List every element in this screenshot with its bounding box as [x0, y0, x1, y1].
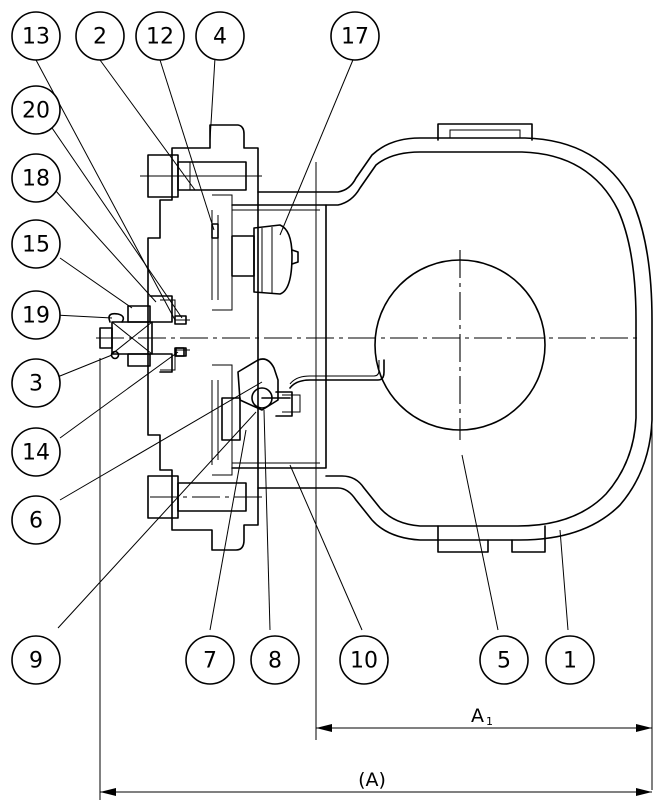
callout-5: 5	[479, 635, 529, 685]
a1-arrow-left	[316, 724, 332, 732]
callout-18: 18	[11, 153, 61, 203]
cover-inner-recess-top	[212, 194, 233, 311]
body-top-boss-inner	[449, 129, 521, 138]
svg-text:14: 14	[22, 441, 50, 466]
screen-cylinder	[231, 204, 327, 469]
svg-text:6: 6	[29, 509, 43, 534]
body-outline-inner	[325, 151, 637, 527]
cover-step-upper	[160, 299, 190, 321]
callout-4: 4	[195, 11, 245, 61]
svg-text:17: 17	[341, 25, 369, 50]
callout-10: 10	[339, 635, 389, 685]
body-bottom-boss-right	[511, 525, 546, 553]
body-outline-outer	[257, 137, 653, 541]
cover-step-lower	[160, 349, 190, 371]
callout-7: 7	[185, 635, 235, 685]
callout-2: 2	[75, 11, 125, 61]
body-bottom-boss-left	[437, 525, 489, 553]
callout-13: 13	[11, 11, 61, 61]
float-lever-2	[289, 360, 380, 385]
a-dimension-label: (A)	[358, 769, 386, 791]
svg-text:8: 8	[268, 649, 282, 674]
svg-text:20: 20	[22, 99, 50, 124]
leader-lines	[35, 54, 569, 631]
gasket-12	[211, 223, 219, 239]
callout-15: 15	[11, 219, 61, 269]
callout-3: 3	[11, 358, 61, 408]
a-arrow-left	[100, 788, 116, 796]
callout-14: 14	[11, 427, 61, 477]
callout-12: 12	[135, 11, 185, 61]
callout-8: 8	[250, 635, 300, 685]
svg-text:3: 3	[29, 372, 43, 397]
svg-text:1: 1	[563, 649, 577, 674]
svg-text:19: 19	[22, 304, 50, 329]
drain-plug-stack	[99, 295, 187, 373]
callout-6: 6	[11, 495, 61, 545]
svg-text:9: 9	[29, 649, 43, 674]
svg-text:18: 18	[22, 167, 50, 192]
svg-text:12: 12	[146, 25, 174, 50]
a1-arrow-right	[636, 724, 652, 732]
callouts: 13 2 12 4 17 20 18 15 19 3 14 6 9 7 8 10…	[11, 11, 595, 685]
float-lever	[289, 359, 385, 389]
cover-inner-recess-bottom	[212, 364, 233, 476]
a-arrow-right	[636, 788, 652, 796]
callout-17: 17	[330, 11, 380, 61]
callout-9: 9	[11, 635, 61, 685]
valve-seat-assembly	[221, 358, 301, 441]
svg-text:15: 15	[22, 233, 50, 258]
svg-text:7: 7	[203, 649, 217, 674]
gasket-14	[175, 347, 185, 357]
screen-cylinder-lip	[232, 209, 320, 464]
svg-text:4: 4	[213, 25, 227, 50]
svg-text:10: 10	[350, 649, 378, 674]
cover-web-bottom	[211, 380, 219, 465]
callout-1: 1	[545, 635, 595, 685]
thermo-element	[231, 224, 299, 295]
body-top-boss	[437, 123, 533, 141]
svg-text:5: 5	[497, 649, 511, 674]
cover-outline	[147, 124, 259, 551]
callout-19: 19	[11, 290, 61, 340]
svg-text:13: 13	[22, 25, 50, 50]
retaining-clip	[108, 312, 125, 323]
callout-20: 20	[11, 85, 61, 135]
svg-text:2: 2	[93, 25, 107, 50]
